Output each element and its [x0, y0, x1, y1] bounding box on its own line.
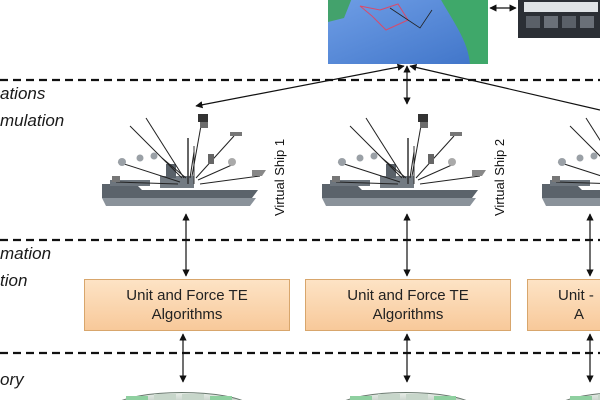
algorithm-box-line1: Unit and Force TE — [126, 287, 248, 304]
map-ship3-arrow — [409, 63, 600, 111]
algorithm-box: Unit and Force TE Algorithms — [305, 279, 511, 331]
ship-icon — [321, 113, 487, 207]
lane-label: ory — [0, 370, 24, 389]
console-icon — [111, 392, 253, 400]
ship-label: Virtual Ship 1 — [272, 138, 287, 216]
cockpit-thumbnail — [518, 0, 600, 38]
algorithm-box-line2: A — [574, 306, 585, 323]
console-icon — [335, 392, 477, 400]
console-icon — [555, 392, 600, 400]
ship-label: Virtual Ship 2 — [492, 138, 507, 216]
algorithm-box: Unit - A — [527, 279, 600, 331]
algorithm-box: Unit and Force TE Algorithms — [84, 279, 290, 331]
map-ship1-arrow — [195, 63, 405, 109]
lane-label: ations — [0, 84, 46, 103]
algorithm-box-line1: Unit - — [558, 287, 594, 304]
ship-icon — [101, 113, 267, 207]
lane-label: mation — [0, 244, 52, 263]
algorithm-box-line1: Unit and Force TE — [347, 287, 469, 304]
map-thumbnail — [328, 0, 488, 64]
algorithm-box-line2: Algorithms — [151, 306, 223, 323]
lane-label: tion — [0, 271, 28, 290]
lane-label: mulation — [0, 111, 65, 130]
ship-icon — [541, 113, 600, 207]
algorithm-box-line2: Algorithms — [372, 306, 444, 323]
